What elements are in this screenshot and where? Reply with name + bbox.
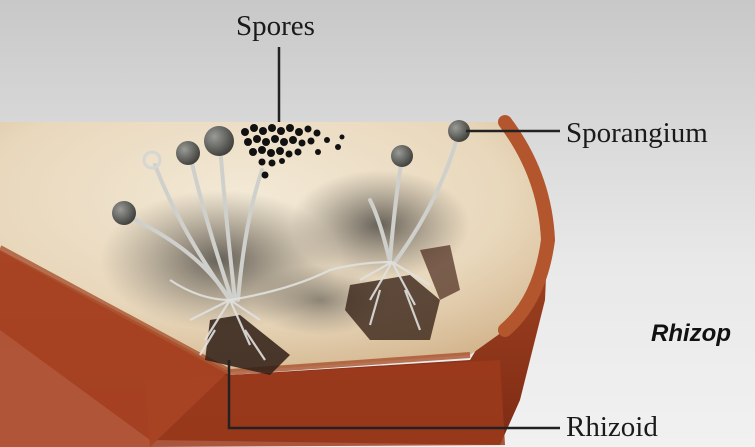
rhizoid-label: Rhizoid <box>566 413 658 442</box>
spores-label: Spores <box>236 12 315 41</box>
bread-slice <box>0 122 548 447</box>
sporangium-label: Sporangium <box>566 119 708 148</box>
diagram-title: Rhizop <box>651 322 731 346</box>
